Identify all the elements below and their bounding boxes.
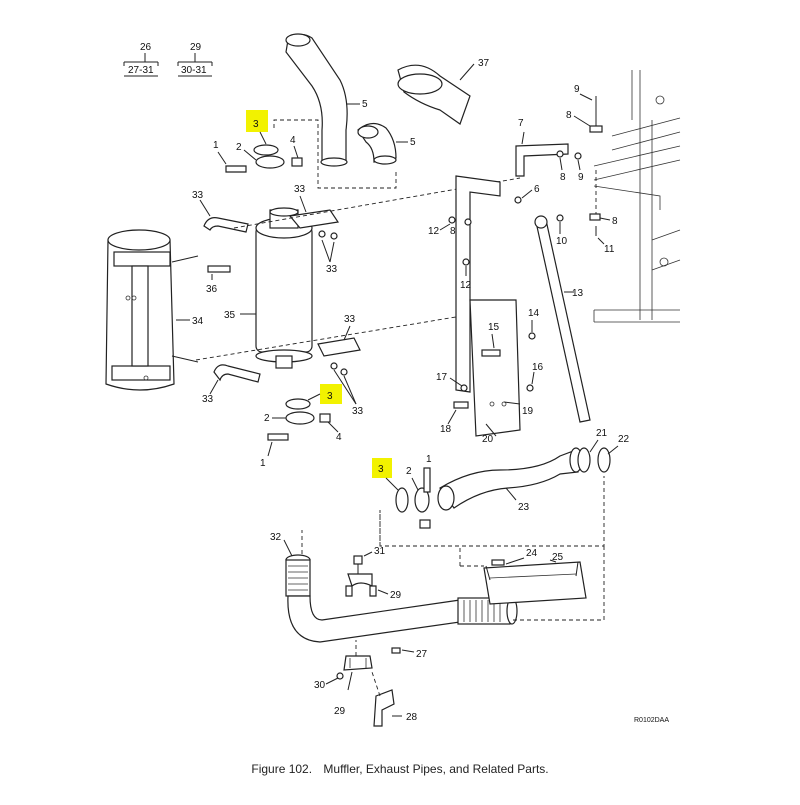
callout-1-middle: 1 <box>260 458 266 469</box>
callout-8-top: 8 <box>566 110 572 121</box>
callout-17: 17 <box>436 372 448 383</box>
u-bolt-upper: 33 <box>192 190 249 233</box>
tail-clamp-21-22: 21 22 <box>577 428 630 473</box>
callout-24: 24 <box>526 548 538 559</box>
lower-mount-group: 27 30 29 28 <box>314 640 428 727</box>
muffler: 35 <box>224 207 313 369</box>
callout-6: 6 <box>534 184 540 195</box>
callout-11: 11 <box>604 244 615 255</box>
callout-4-middle: 4 <box>336 432 342 443</box>
exhaust-elbow-pipe: 5 <box>357 122 416 165</box>
callout-29-upper: 29 <box>390 590 402 601</box>
brace-rod: 13 <box>534 215 591 423</box>
reference-index-26: 26 27-31 <box>123 42 159 77</box>
callout-29: 29 <box>190 42 202 53</box>
callout-29-lower: 29 <box>334 706 346 717</box>
callout-2-middle: 2 <box>264 413 270 424</box>
callout-18: 18 <box>440 424 452 435</box>
figure-title: Muffler, Exhaust Pipes, and Related Part… <box>323 762 549 776</box>
reference-index-29: 29 30-31 <box>177 42 213 77</box>
frame-hardware: 8 9 6 12 8 12 10 <box>428 150 584 291</box>
callout-27: 27 <box>416 649 428 660</box>
vehicle-frame-structure: 9 8 8 11 <box>566 70 681 323</box>
callout-30: 30 <box>314 680 326 691</box>
callout-33-lower-nuts: 33 <box>352 406 364 417</box>
heat-shield: 24 25 <box>459 546 605 621</box>
muffler-heat-shield: 34 <box>105 229 204 391</box>
muffler-bracket-upper: 33 33 <box>288 184 340 275</box>
callout-37: 37 <box>478 58 490 69</box>
callout-1-lower: 1 <box>426 454 432 465</box>
callout-31: 31 <box>374 546 386 557</box>
callout-8-frame-mid: 8 <box>450 226 456 237</box>
callout-19: 19 <box>522 406 534 417</box>
callout-22: 22 <box>618 434 630 445</box>
callout-33-bracket-upper: 33 <box>294 184 306 195</box>
upper-clamp-group: 3 2 1 4 <box>213 110 303 173</box>
callout-5-elbow: 5 <box>410 137 416 148</box>
callout-5-stack: 5 <box>362 99 368 110</box>
callout-35: 35 <box>224 310 236 321</box>
callout-36: 36 <box>206 284 218 295</box>
bracket-hardware: 14 15 16 17 18 19 <box>436 308 544 435</box>
callout-13: 13 <box>572 288 584 299</box>
tail-pipe: 23 <box>437 447 583 513</box>
callout-27-31: 27-31 <box>128 65 154 76</box>
drawing-code: R0102DAA <box>634 717 669 724</box>
callout-10: 10 <box>556 236 568 247</box>
callout-12-upper: 12 <box>428 226 440 237</box>
lower-exhaust-pipe: 32 <box>270 532 518 643</box>
u-bolt-lower: 33 <box>202 364 261 405</box>
pipe-clamp-upper: 31 29 <box>345 546 402 601</box>
callout-12-lower: 12 <box>460 280 472 291</box>
callout-33-upper-nuts: 33 <box>326 264 338 275</box>
figure-caption: Figure 102. Muffler, Exhaust Pipes, and … <box>0 762 800 776</box>
callout-9-top: 9 <box>574 84 580 95</box>
highlight-callout-3-lower <box>372 458 392 478</box>
callout-8-frame-upper: 8 <box>560 172 566 183</box>
callout-33-ubolt-upper: 33 <box>192 190 204 201</box>
callout-26: 26 <box>140 42 152 53</box>
callout-33-bracket-lower: 33 <box>344 314 356 325</box>
callout-20: 20 <box>482 434 494 445</box>
highlight-callout-3-upper <box>246 110 268 132</box>
muffler-bracket-lower: 33 33 <box>317 314 364 417</box>
callout-2-lower: 2 <box>406 466 412 477</box>
callout-3-middle: 3 <box>327 391 333 402</box>
figure-number: Figure 102. <box>251 762 313 776</box>
callout-33-ubolt-lower: 33 <box>202 394 214 405</box>
rain-cap: 37 <box>397 58 490 125</box>
callout-8-right: 8 <box>612 216 618 227</box>
callout-9-frame: 9 <box>578 172 584 183</box>
lower-clamp-group: 3 2 4 1 <box>260 384 342 469</box>
callout-32: 32 <box>270 532 282 543</box>
callout-2-upper: 2 <box>236 142 242 153</box>
callout-3-upper: 3 <box>253 119 259 130</box>
callout-3-lower: 3 <box>378 464 384 475</box>
callout-15: 15 <box>488 322 500 333</box>
callout-30-31: 30-31 <box>181 65 207 76</box>
callout-28: 28 <box>406 712 418 723</box>
exhaust-stack-pipe: 5 <box>285 33 368 167</box>
callout-14: 14 <box>528 308 540 319</box>
callout-25: 25 <box>552 552 564 563</box>
bolt-36: 36 <box>206 265 231 295</box>
callout-34: 34 <box>192 316 204 327</box>
callout-1-upper: 1 <box>213 140 219 151</box>
callout-7: 7 <box>518 118 524 129</box>
callout-23: 23 <box>518 502 530 513</box>
tailpipe-clamp-group: 3 2 1 <box>372 454 605 547</box>
callout-21: 21 <box>596 428 608 439</box>
highlight-callout-3-middle <box>320 384 342 404</box>
callout-4-upper: 4 <box>290 135 296 146</box>
callout-16: 16 <box>532 362 544 373</box>
